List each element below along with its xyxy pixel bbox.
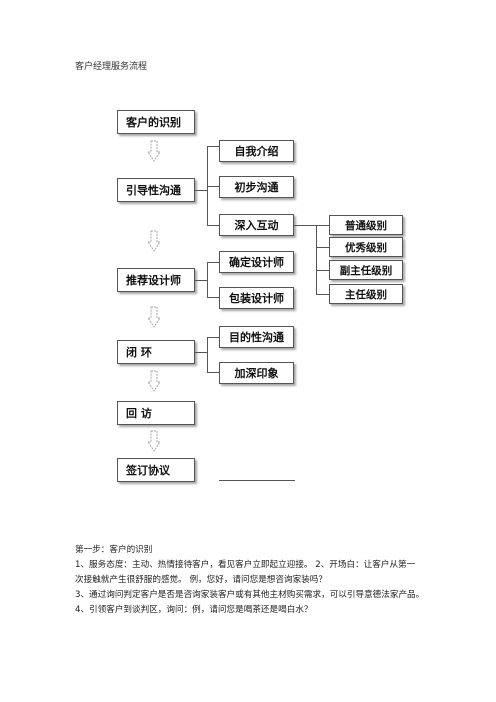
steps-line: 1、服务态度：主动、热情接待客户，看见客户立即起立迎接。 2、开场白：让客户从第…: [75, 560, 416, 570]
steps-heading: 第一步：客户的识别: [75, 545, 153, 555]
document-title: 客户经理服务流程: [75, 62, 148, 72]
connector-line: [207, 337, 208, 372]
connector-line: [207, 146, 208, 225]
steps-line: 3、通过询问判定客户是否是咨询家装客户或有其他主材购买需求，可以引导意德法家产品…: [75, 590, 425, 600]
level-ordinary: 普通级别: [329, 215, 403, 235]
down-arrow-icon: [147, 306, 161, 328]
down-arrow-icon: [147, 230, 161, 252]
connector-line: [294, 225, 316, 226]
down-arrow-icon: [147, 370, 161, 392]
connector-line: [207, 225, 219, 226]
divider-line: [219, 480, 295, 481]
connector-line: [207, 262, 219, 263]
flow-step-sign-agreement: 签订协议: [117, 458, 195, 482]
connector-line: [207, 297, 219, 298]
substep-deep-interaction: 深入互动: [219, 214, 294, 236]
substep-self-introduction: 自我介绍: [219, 140, 294, 162]
substep-package-designer: 包装设计师: [219, 287, 294, 309]
substep-initial-communication: 初步沟通: [219, 176, 294, 198]
down-arrow-icon: [147, 430, 161, 452]
substep-deepen-impression: 加深印象: [219, 362, 294, 384]
connector-line: [195, 190, 207, 191]
steps-line: 4、引领客户到谈判区，询问：例，请问您是喝茶还是喝白水？: [75, 605, 313, 615]
flow-step-guided-communication: 引导性沟通: [117, 178, 195, 202]
substep-confirm-designer: 确定设计师: [219, 251, 294, 273]
down-arrow-icon: [147, 140, 161, 162]
steps-line: 次接触就产生很舒服的感觉。 例，您好，请问您是想咨询家装吗？: [75, 575, 327, 585]
flow-step-revisit: 回 访: [117, 401, 195, 425]
connector-line: [207, 262, 208, 298]
substep-purposeful-communication: 目的性沟通: [219, 326, 294, 348]
steps-section: 第一步：客户的识别 1、服务态度：主动、热情接待客户，看见客户立即起立迎接。 2…: [75, 543, 435, 618]
connector-line: [207, 186, 219, 187]
connector-line: [316, 294, 329, 295]
connector-line: [207, 146, 219, 147]
connector-line: [195, 280, 207, 281]
connector-line: [316, 225, 317, 295]
level-director: 主任级别: [329, 284, 403, 304]
flow-step-customer-identification: 客户的识别: [117, 110, 195, 134]
flow-step-recommend-designer: 推荐设计师: [117, 268, 195, 292]
connector-line: [316, 225, 329, 226]
level-excellent: 优秀级别: [329, 237, 403, 257]
connector-line: [195, 352, 207, 353]
connector-line: [207, 372, 219, 373]
connector-line: [316, 247, 329, 248]
level-deputy-director: 副主任级别: [329, 260, 403, 280]
connector-line: [316, 270, 329, 271]
flow-step-closing: 闭 环: [117, 340, 195, 364]
connector-line: [207, 337, 219, 338]
